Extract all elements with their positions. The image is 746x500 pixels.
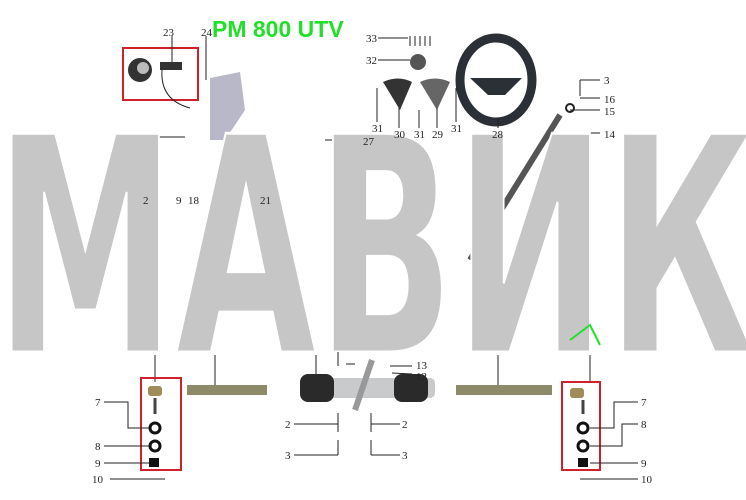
tie-rod-right	[456, 385, 552, 395]
label-21: 21	[260, 195, 271, 207]
label-30: 30	[394, 129, 406, 141]
tie-rod-left	[187, 385, 267, 395]
label-10: 10	[641, 474, 653, 486]
rack-boot-right	[394, 374, 428, 402]
label-3: 3	[604, 75, 610, 87]
screws	[409, 36, 431, 46]
label-9: 9	[176, 195, 182, 207]
label-32: 32	[366, 55, 377, 67]
tie-rod-end-left-box	[140, 377, 182, 471]
steering-wheel	[455, 33, 537, 127]
label-24: 24	[201, 27, 213, 39]
label-8: 8	[95, 441, 101, 453]
rack-boot-left	[300, 374, 334, 402]
label-10: 10	[92, 474, 104, 486]
label-31: 31	[372, 123, 383, 135]
label-2: 2	[285, 419, 291, 431]
label-3: 3	[402, 450, 408, 462]
label-9: 9	[641, 458, 647, 470]
label-2: 2	[402, 419, 408, 431]
label-3: 3	[285, 450, 291, 462]
cover-29	[420, 78, 450, 110]
steering-bracket	[210, 72, 245, 140]
label-15: 15	[604, 106, 616, 118]
tie-rod-end-right-box	[561, 381, 601, 471]
label-33: 33	[366, 33, 378, 45]
label-8: 8	[641, 419, 647, 431]
steering-column	[467, 113, 563, 262]
label-14: 14	[604, 129, 616, 141]
label-12: 12	[416, 371, 427, 383]
ignition-switch	[160, 62, 182, 70]
cover-30	[383, 78, 412, 110]
label-31: 31	[414, 129, 425, 141]
label-7: 7	[641, 397, 647, 409]
label-27: 27	[363, 136, 375, 148]
label-9: 9	[95, 458, 101, 470]
label-13: 13	[416, 360, 428, 372]
label-7: 7	[95, 397, 101, 409]
label-18: 18	[188, 195, 200, 207]
label-28: 28	[492, 129, 504, 141]
diagram-title: PM 800 UTV	[212, 16, 344, 42]
label-29: 29	[432, 129, 444, 141]
label-31: 31	[451, 123, 462, 135]
label-23: 23	[163, 27, 175, 39]
label-2: 2	[143, 195, 149, 207]
label-16: 16	[604, 94, 616, 106]
ignition-highlight-box	[122, 47, 199, 101]
horn-cap	[410, 54, 426, 70]
